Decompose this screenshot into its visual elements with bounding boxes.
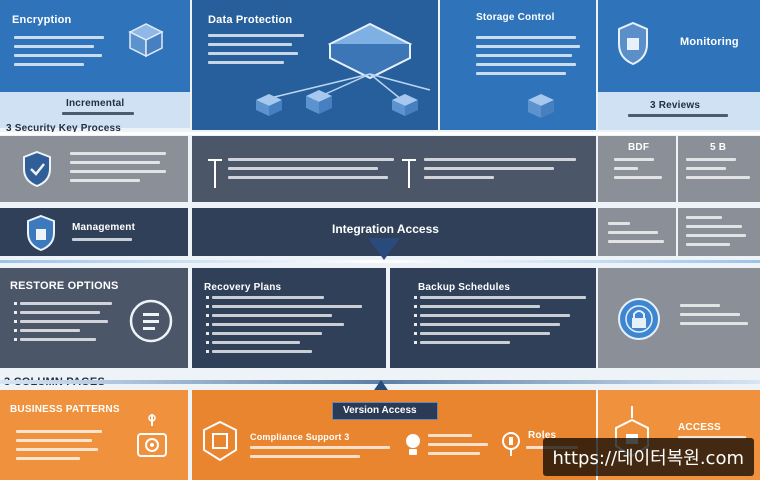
- server-box-icon: [524, 92, 558, 120]
- version-access-label: Version Access: [343, 405, 417, 416]
- settings-text-a: [608, 222, 670, 249]
- process-panel: [192, 136, 596, 202]
- shield-status-text: [70, 152, 170, 188]
- management-panel: Management: [0, 208, 188, 256]
- compliance-right-title: Roles: [528, 430, 557, 441]
- reviews-text: [628, 114, 738, 123]
- document-circle-icon: [128, 298, 174, 344]
- bulb-icon: [404, 432, 422, 458]
- storage-control-text: [476, 36, 586, 81]
- encryption-panel: Encryption: [0, 0, 190, 92]
- gear-icon: [132, 412, 172, 468]
- recovery-plans-panel: Recovery Plans: [192, 268, 386, 368]
- incremental-panel: Incremental: [0, 92, 190, 128]
- incremental-title: Incremental: [66, 98, 125, 109]
- storage-control-title: Storage Control: [476, 12, 555, 23]
- 5b-text: [686, 158, 756, 185]
- business-patterns-text: [16, 430, 116, 466]
- version-access-banner: Version Access: [332, 402, 438, 420]
- timeline-markers: [208, 159, 416, 188]
- server-box-icon: [302, 88, 336, 116]
- management-text: [72, 238, 142, 247]
- management-title: Management: [72, 222, 136, 233]
- badge-icon: [200, 420, 240, 462]
- restore-options-text: [14, 302, 124, 347]
- access-text: [678, 436, 754, 445]
- reviews-panel: 3 Reviews: [598, 92, 760, 130]
- settings-text-b: [686, 216, 756, 252]
- business-patterns-panel: BUSINESS PATTERNS: [0, 390, 188, 480]
- divider-mid: [0, 260, 760, 263]
- compliance-title: Compliance Support 3: [250, 432, 350, 442]
- network-connectors: [261, 73, 431, 101]
- divider-top: [0, 132, 760, 135]
- incremental-text: [62, 112, 142, 121]
- settings-panel-b: [678, 208, 760, 256]
- backup-schedules-text: [414, 296, 590, 350]
- encryption-title: Encryption: [12, 14, 72, 26]
- server-box-icon: [252, 92, 286, 118]
- access-title: ACCESS: [678, 422, 721, 433]
- process-text-left: [228, 158, 398, 185]
- central-database-icon: [324, 18, 416, 82]
- server-box-icon: [124, 22, 168, 58]
- bdf-panel: BDF: [598, 136, 676, 202]
- shield-status-panel: [0, 136, 188, 202]
- process-text-right: [424, 158, 584, 185]
- lock-text: [680, 304, 752, 331]
- shield-icon: [26, 214, 56, 252]
- data-protection-title: Data Protection: [208, 14, 293, 26]
- settings-panel-a: [598, 208, 676, 256]
- watermark-url: https://데이터복원.com: [542, 438, 754, 476]
- recovery-plans-title: Recovery Plans: [204, 282, 282, 293]
- recovery-plans-text: [206, 296, 376, 359]
- data-protection-text: [208, 34, 308, 70]
- monitoring-title: Monitoring: [680, 36, 739, 48]
- backup-schedules-title: Backup Schedules: [418, 282, 511, 293]
- monitoring-panel: Monitoring: [598, 0, 760, 92]
- reviews-title: 3 Reviews: [650, 100, 701, 111]
- restore-options-title: RESTORE OPTIONS: [10, 280, 119, 292]
- integration-access-title: Integration Access: [332, 222, 439, 236]
- shield-icon: [616, 20, 650, 66]
- bdf-text: [614, 158, 670, 185]
- bdf-title: BDF: [628, 142, 650, 153]
- shield-icon: [22, 150, 52, 188]
- encryption-text: [14, 36, 114, 72]
- 5b-panel: 5 B: [678, 136, 760, 202]
- storage-control-panel: Storage Control: [440, 0, 596, 130]
- lock-icon: [616, 296, 662, 342]
- 5b-title: 5 B: [710, 142, 727, 153]
- lock-panel: [598, 268, 760, 368]
- integration-access-panel: Integration Access: [192, 208, 596, 256]
- bulb-text: [428, 434, 498, 461]
- compliance-text: [250, 446, 400, 464]
- flow-arrow-down: [368, 238, 400, 260]
- data-protection-panel: Data Protection: [192, 0, 438, 130]
- restore-options-panel: RESTORE OPTIONS: [0, 268, 188, 368]
- backup-schedules-panel: Backup Schedules: [390, 268, 596, 368]
- server-box-icon: [388, 92, 422, 118]
- security-key-process-label: 3 Security Key Process: [6, 123, 122, 134]
- business-patterns-title: BUSINESS PATTERNS: [10, 404, 120, 415]
- cloud-icon: [500, 430, 522, 458]
